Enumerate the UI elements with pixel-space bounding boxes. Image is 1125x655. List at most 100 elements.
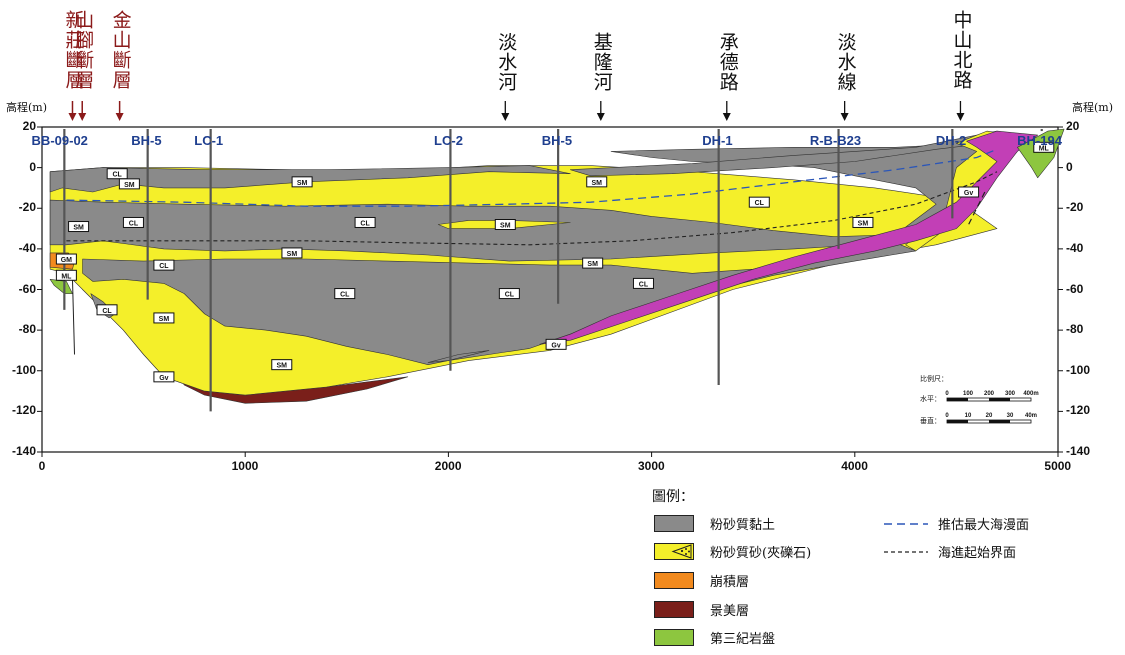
unit-tag: SM (68, 221, 90, 233)
y-tick-label-left: -40 (18, 240, 36, 255)
borehole-label: BH-194 (1017, 133, 1062, 148)
unit-tag-text: SM (587, 261, 598, 268)
scale-horizontal-segment (947, 398, 968, 401)
unit-tag-text: CL (129, 220, 139, 227)
unit-tag: CL (354, 216, 376, 228)
unit-tag-text: CL (340, 292, 350, 299)
scale-title: 比例尺： (920, 375, 948, 383)
feature-label: 淡水河 (495, 32, 518, 92)
unit-tag: ML (1033, 141, 1055, 153)
fault-label: 山腳斷層 (72, 10, 95, 90)
feature-arrow-head (840, 113, 849, 121)
unit-tag-text: Gv (159, 375, 168, 382)
y-tick-label-right: -80 (1066, 322, 1084, 337)
unit-tag-text: SM (591, 180, 602, 187)
unit-tag: Gv (153, 371, 175, 383)
unit-tag: CL (96, 304, 118, 316)
unit-tag-box (291, 176, 313, 188)
y-tick-label-left: -80 (18, 322, 36, 337)
unit-tag-text: Gv (551, 342, 560, 349)
unit-tag-box (494, 219, 516, 230)
borehole-label: BH-5 (541, 133, 573, 148)
scale-horizontal-label: 水平： (920, 395, 941, 403)
unit-tag-box (632, 277, 654, 289)
fault-line-left (71, 279, 76, 355)
y-tick-label-right: 20 (1066, 119, 1080, 133)
unit-tag-text: CL (102, 308, 112, 315)
scale-vertical-tick: 40m (1025, 413, 1037, 419)
legend-label-sand: 粉砂質砂(夾礫石) (710, 546, 812, 561)
unit-tag-box (55, 269, 77, 281)
unit-tag-text: SM (124, 182, 135, 189)
legend-label-transgression: 海進起始界面 (938, 546, 1017, 561)
unit-tag: SM (494, 219, 516, 230)
unit-tag-text: GM (61, 257, 72, 264)
fault-label: 新莊斷層 (62, 10, 85, 90)
fault-arrow-head (68, 113, 77, 121)
scale-horizontal-tick: 0 (945, 391, 949, 397)
feature-label: 中山北路 (950, 10, 973, 90)
gravel-pattern-icon (671, 544, 692, 559)
unit-tag-text: SM (500, 223, 511, 230)
bedrock-right (1017, 128, 1065, 179)
legend-label-colluvium: 崩積層 (710, 575, 750, 590)
unit-tag: Gv (545, 338, 567, 350)
unit-tag-box (153, 259, 175, 271)
unit-tag-box (281, 247, 303, 259)
x-tick-label: 0 (38, 459, 46, 473)
scale-vertical-tick: 10 (965, 413, 972, 419)
legend-label-clay: 粉砂質黏土 (710, 518, 776, 533)
y-tick-label-right: -140 (1066, 444, 1091, 458)
scale-vertical-tick: 30 (1007, 413, 1014, 419)
unit-tag: SM (582, 257, 604, 269)
unit-tag: CL (106, 168, 128, 180)
feature-label: 淡水線 (834, 32, 857, 92)
legend-label-jingmei: 景美層 (710, 604, 750, 619)
borehole-label: DH-1 (702, 133, 733, 148)
unit-tag-box (586, 176, 608, 188)
unit-tag-box (68, 221, 90, 233)
borehole-label: BB-09-02 (31, 133, 88, 148)
unit-tag: SM (852, 216, 874, 228)
scale-vertical-segment (947, 420, 968, 423)
feature-arrow-head (956, 113, 965, 121)
unit-tag: SM (291, 176, 313, 188)
unit-tag: CL (122, 216, 144, 228)
unit-tag-text: SM (277, 363, 288, 370)
legend-item-clay: 粉砂質黏土 (654, 514, 775, 533)
legend-label-bedrock: 第三紀岩盤 (710, 632, 776, 647)
unit-tag-box (55, 253, 77, 265)
y-tick-label-left: -100 (11, 362, 36, 377)
borehole-label: DH-2 (935, 133, 967, 148)
scale-horizontal-segment (989, 398, 1010, 401)
unit-tag-box (122, 216, 144, 228)
legend-item-bedrock: 第三紀岩盤 (654, 628, 775, 647)
y-tick-label-left: -120 (11, 403, 36, 418)
dashed-black-line-icon (884, 550, 928, 553)
y-tick-label-right: -40 (1066, 240, 1084, 255)
x-tick-label: 3000 (638, 459, 665, 473)
unit-tag-box (852, 216, 874, 228)
unit-tag-box (118, 178, 140, 190)
unit-tag-box (958, 186, 980, 198)
unit-tag-text: ML (61, 273, 72, 280)
unit-tag-box (153, 312, 175, 324)
scale-horizontal-tick: 300 (1005, 391, 1016, 397)
unit-tag-box (1033, 141, 1055, 153)
unit-tag: SM (118, 178, 140, 190)
unit-tag-box (498, 288, 520, 300)
unit-tag-box (96, 304, 118, 316)
legend-line-transgression: 海進起始界面 (884, 542, 1016, 561)
legend-swatch-bedrock (654, 629, 694, 646)
legend-item-sand: 粉砂質砂(夾礫石) (654, 542, 811, 561)
unit-tag-text: CL (113, 172, 123, 179)
legend-swatch-sand (654, 543, 694, 560)
unit-tag: CL (748, 196, 770, 208)
unit-tag: SM (281, 247, 303, 259)
feature-arrow-head (501, 113, 510, 121)
legend-title: 圖例： (652, 489, 694, 505)
unit-tag-text: Gv (964, 190, 973, 197)
unit-tag: GM (55, 253, 77, 265)
feature-label: 基隆河 (590, 32, 613, 92)
